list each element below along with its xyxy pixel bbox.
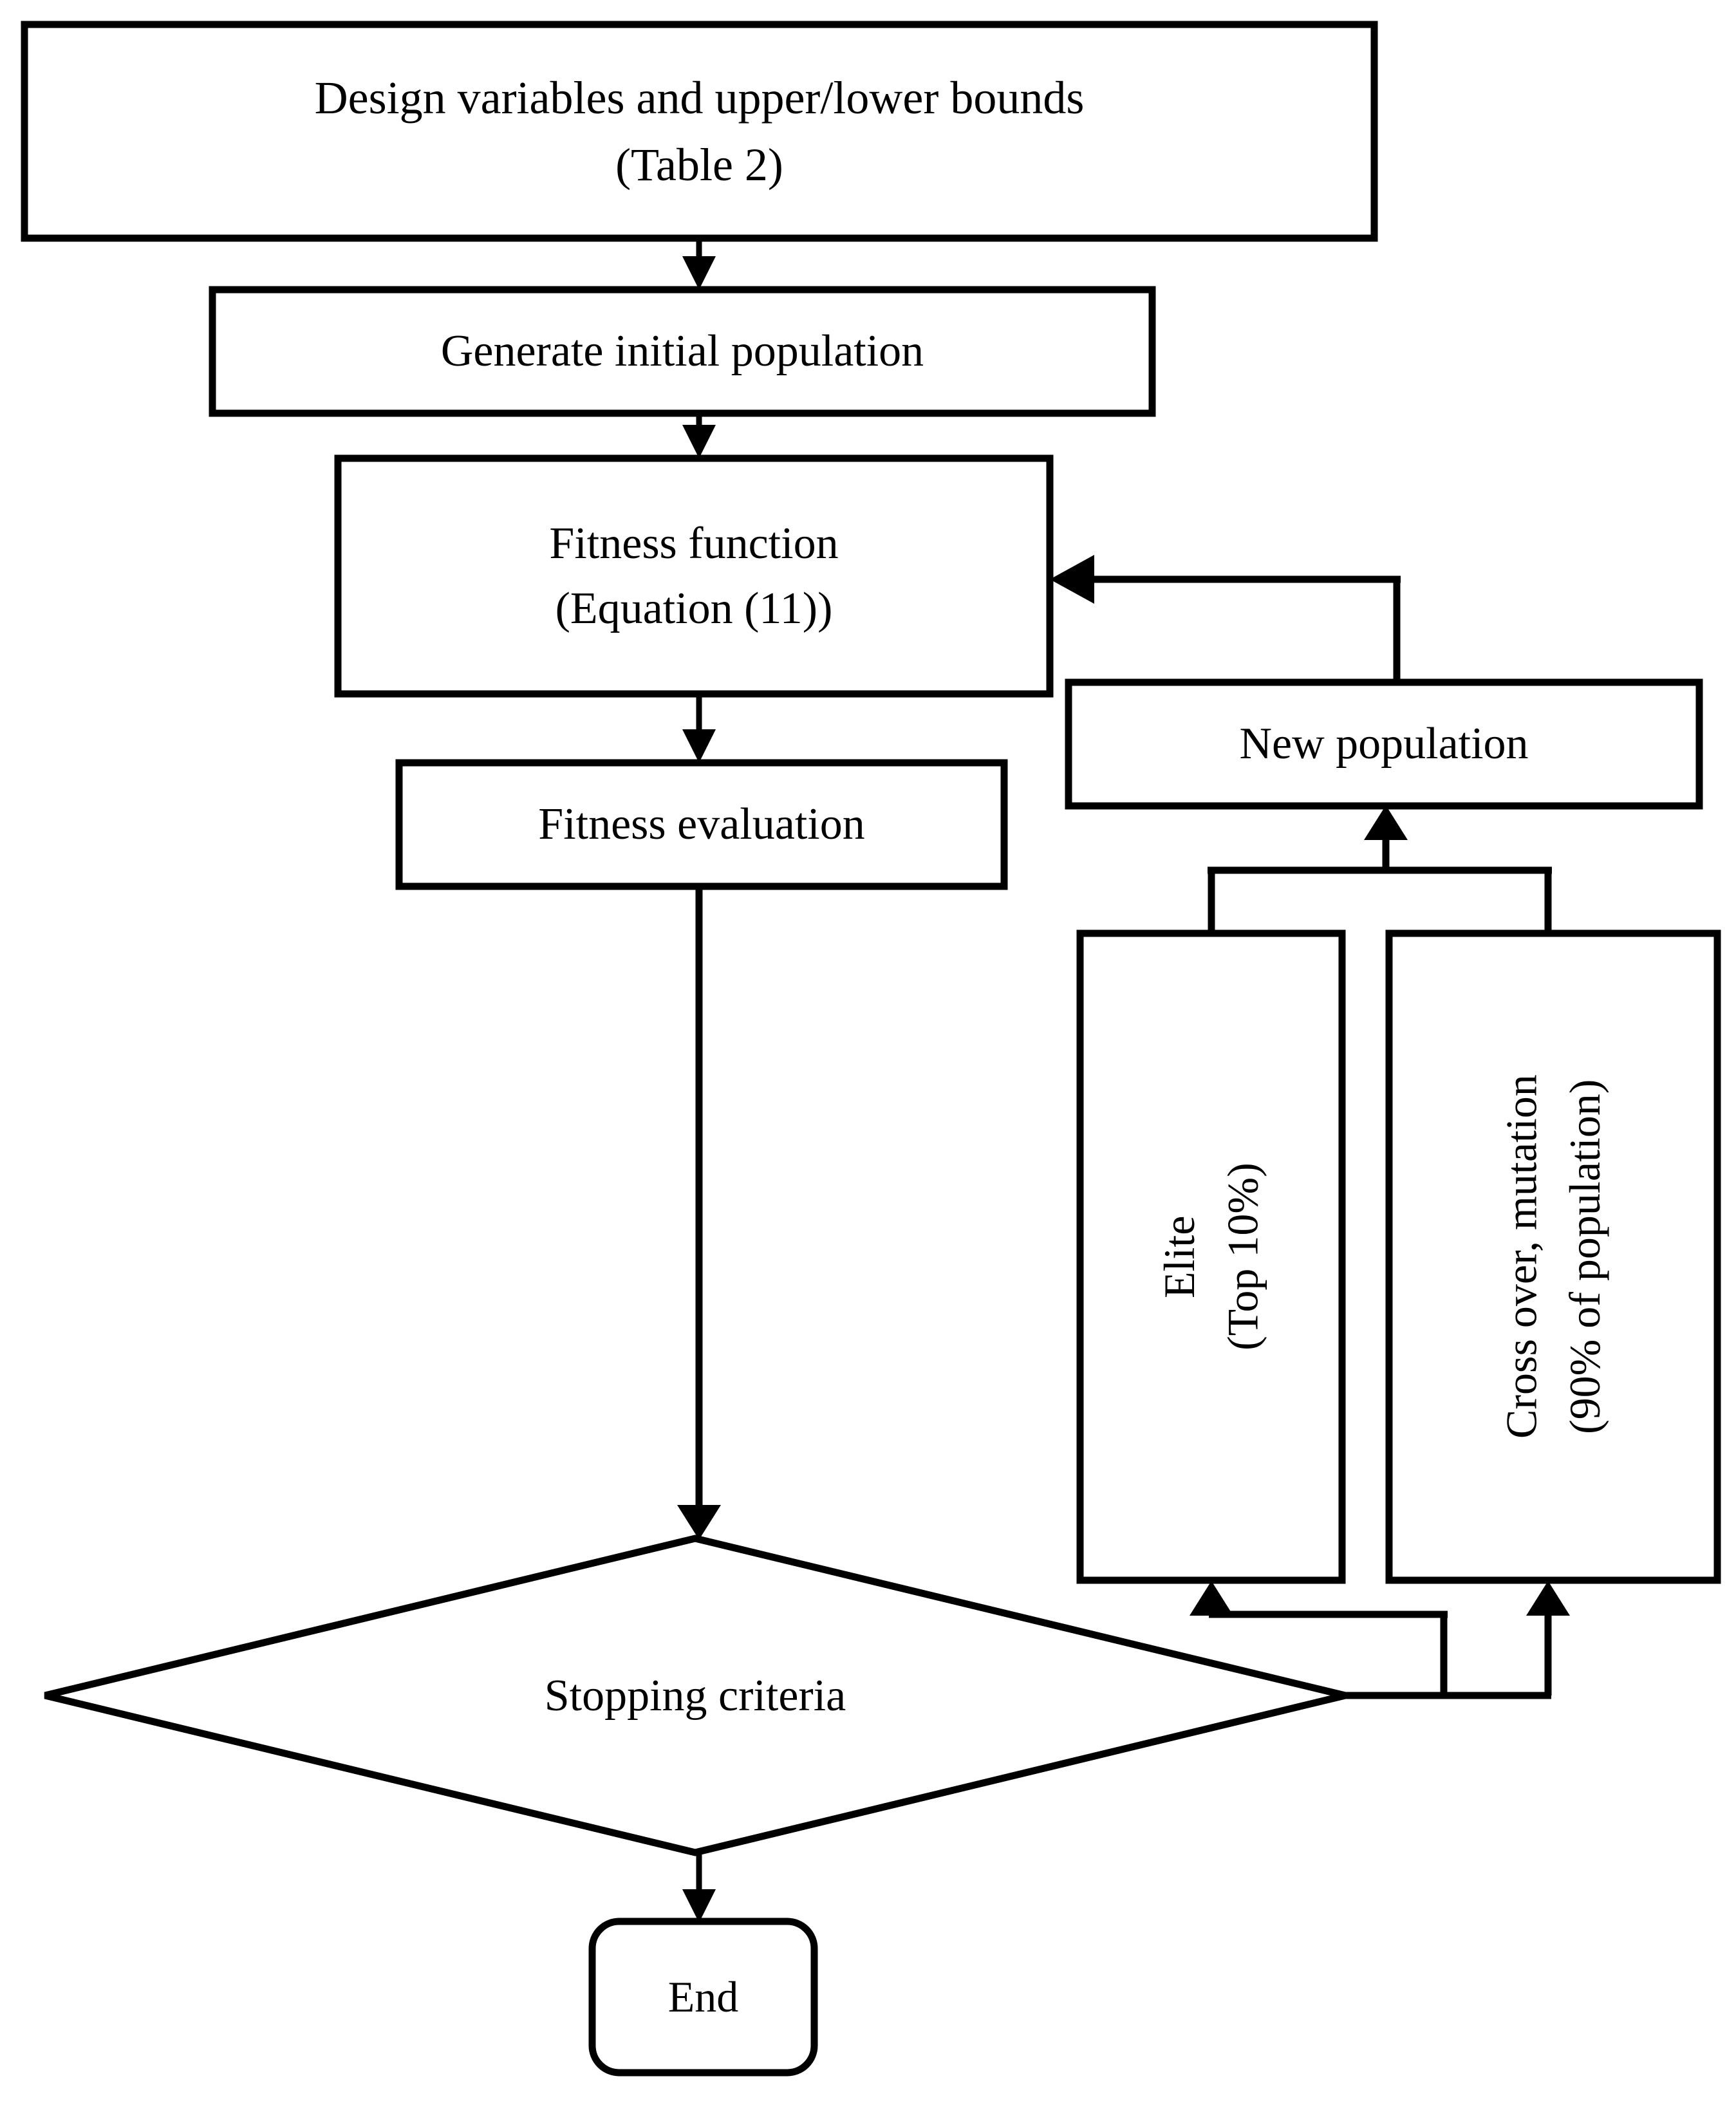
edge-stopping-to-genetic-ops <box>1190 1581 1570 1699</box>
node-design-variables-shape <box>21 21 1378 242</box>
edge-design-to-generate <box>682 238 716 290</box>
node-crossover-mutation-shape <box>1385 929 1721 1584</box>
node-generate-initial-population-shape <box>209 286 1156 417</box>
edge-stopping-to-end <box>682 1853 716 1923</box>
node-elite-shape <box>1076 929 1346 1584</box>
node-fitness-evaluation-shape <box>395 759 1008 890</box>
node-stopping-criteria-shape <box>44 1535 1347 1856</box>
node-fitness-function-shape <box>334 454 1054 698</box>
edge-fitness-function-to-evaluation <box>682 694 716 763</box>
edge-generate-to-fitness-function <box>682 413 716 458</box>
edge-new-population-to-fitness-function <box>1050 555 1401 682</box>
node-end-shape <box>588 1918 818 2077</box>
node-new-population-shape <box>1065 678 1703 810</box>
edge-evaluation-to-stopping <box>677 886 721 1540</box>
edge-genetic-ops-to-new-population <box>1208 805 1552 933</box>
